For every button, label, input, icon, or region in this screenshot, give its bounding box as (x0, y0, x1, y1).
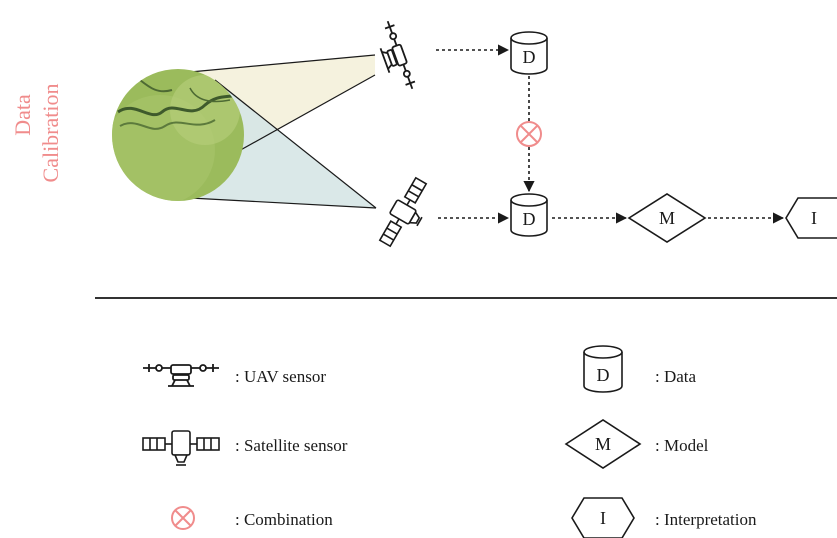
legend-diamond-icon: M (564, 419, 642, 469)
legend-uav-label: : UAV sensor (235, 367, 326, 386)
legend-interpretation-label: : Interpretation (655, 510, 757, 529)
legend-data-label: : Data (655, 367, 697, 386)
interpretation-node: I (785, 197, 837, 239)
legend-cylinder-icon: D (583, 345, 623, 393)
terrain-image (112, 69, 244, 201)
svg-text:D: D (597, 365, 610, 385)
svg-text:D: D (523, 209, 536, 229)
legend-combination-label: : Combination (235, 510, 333, 529)
legend-model-label: : Model (655, 436, 709, 455)
legend: : UAV sensor : Satellite sensor : Combin… (142, 345, 757, 538)
drone-icon (379, 20, 416, 90)
legend-satellite-icon (142, 430, 220, 466)
data-node-top: D (510, 31, 548, 75)
legend-combination-icon (171, 506, 195, 530)
legend-hexagon-icon: I (571, 497, 635, 538)
combination-symbol (516, 121, 542, 147)
model-node: M (627, 193, 707, 243)
svg-text:M: M (659, 208, 675, 228)
legend-drone-icon (143, 364, 219, 387)
satellite-icon (378, 176, 428, 248)
svg-text:I: I (600, 508, 606, 528)
legend-satellite-label: : Satellite sensor (235, 436, 348, 455)
svg-text:M: M (595, 434, 611, 454)
data-node-bottom: D (510, 193, 548, 237)
side-label-calibration: Calibration (38, 84, 63, 183)
svg-text:D: D (523, 47, 536, 67)
svg-text:I: I (811, 208, 817, 228)
side-label-data: Data (10, 94, 35, 136)
